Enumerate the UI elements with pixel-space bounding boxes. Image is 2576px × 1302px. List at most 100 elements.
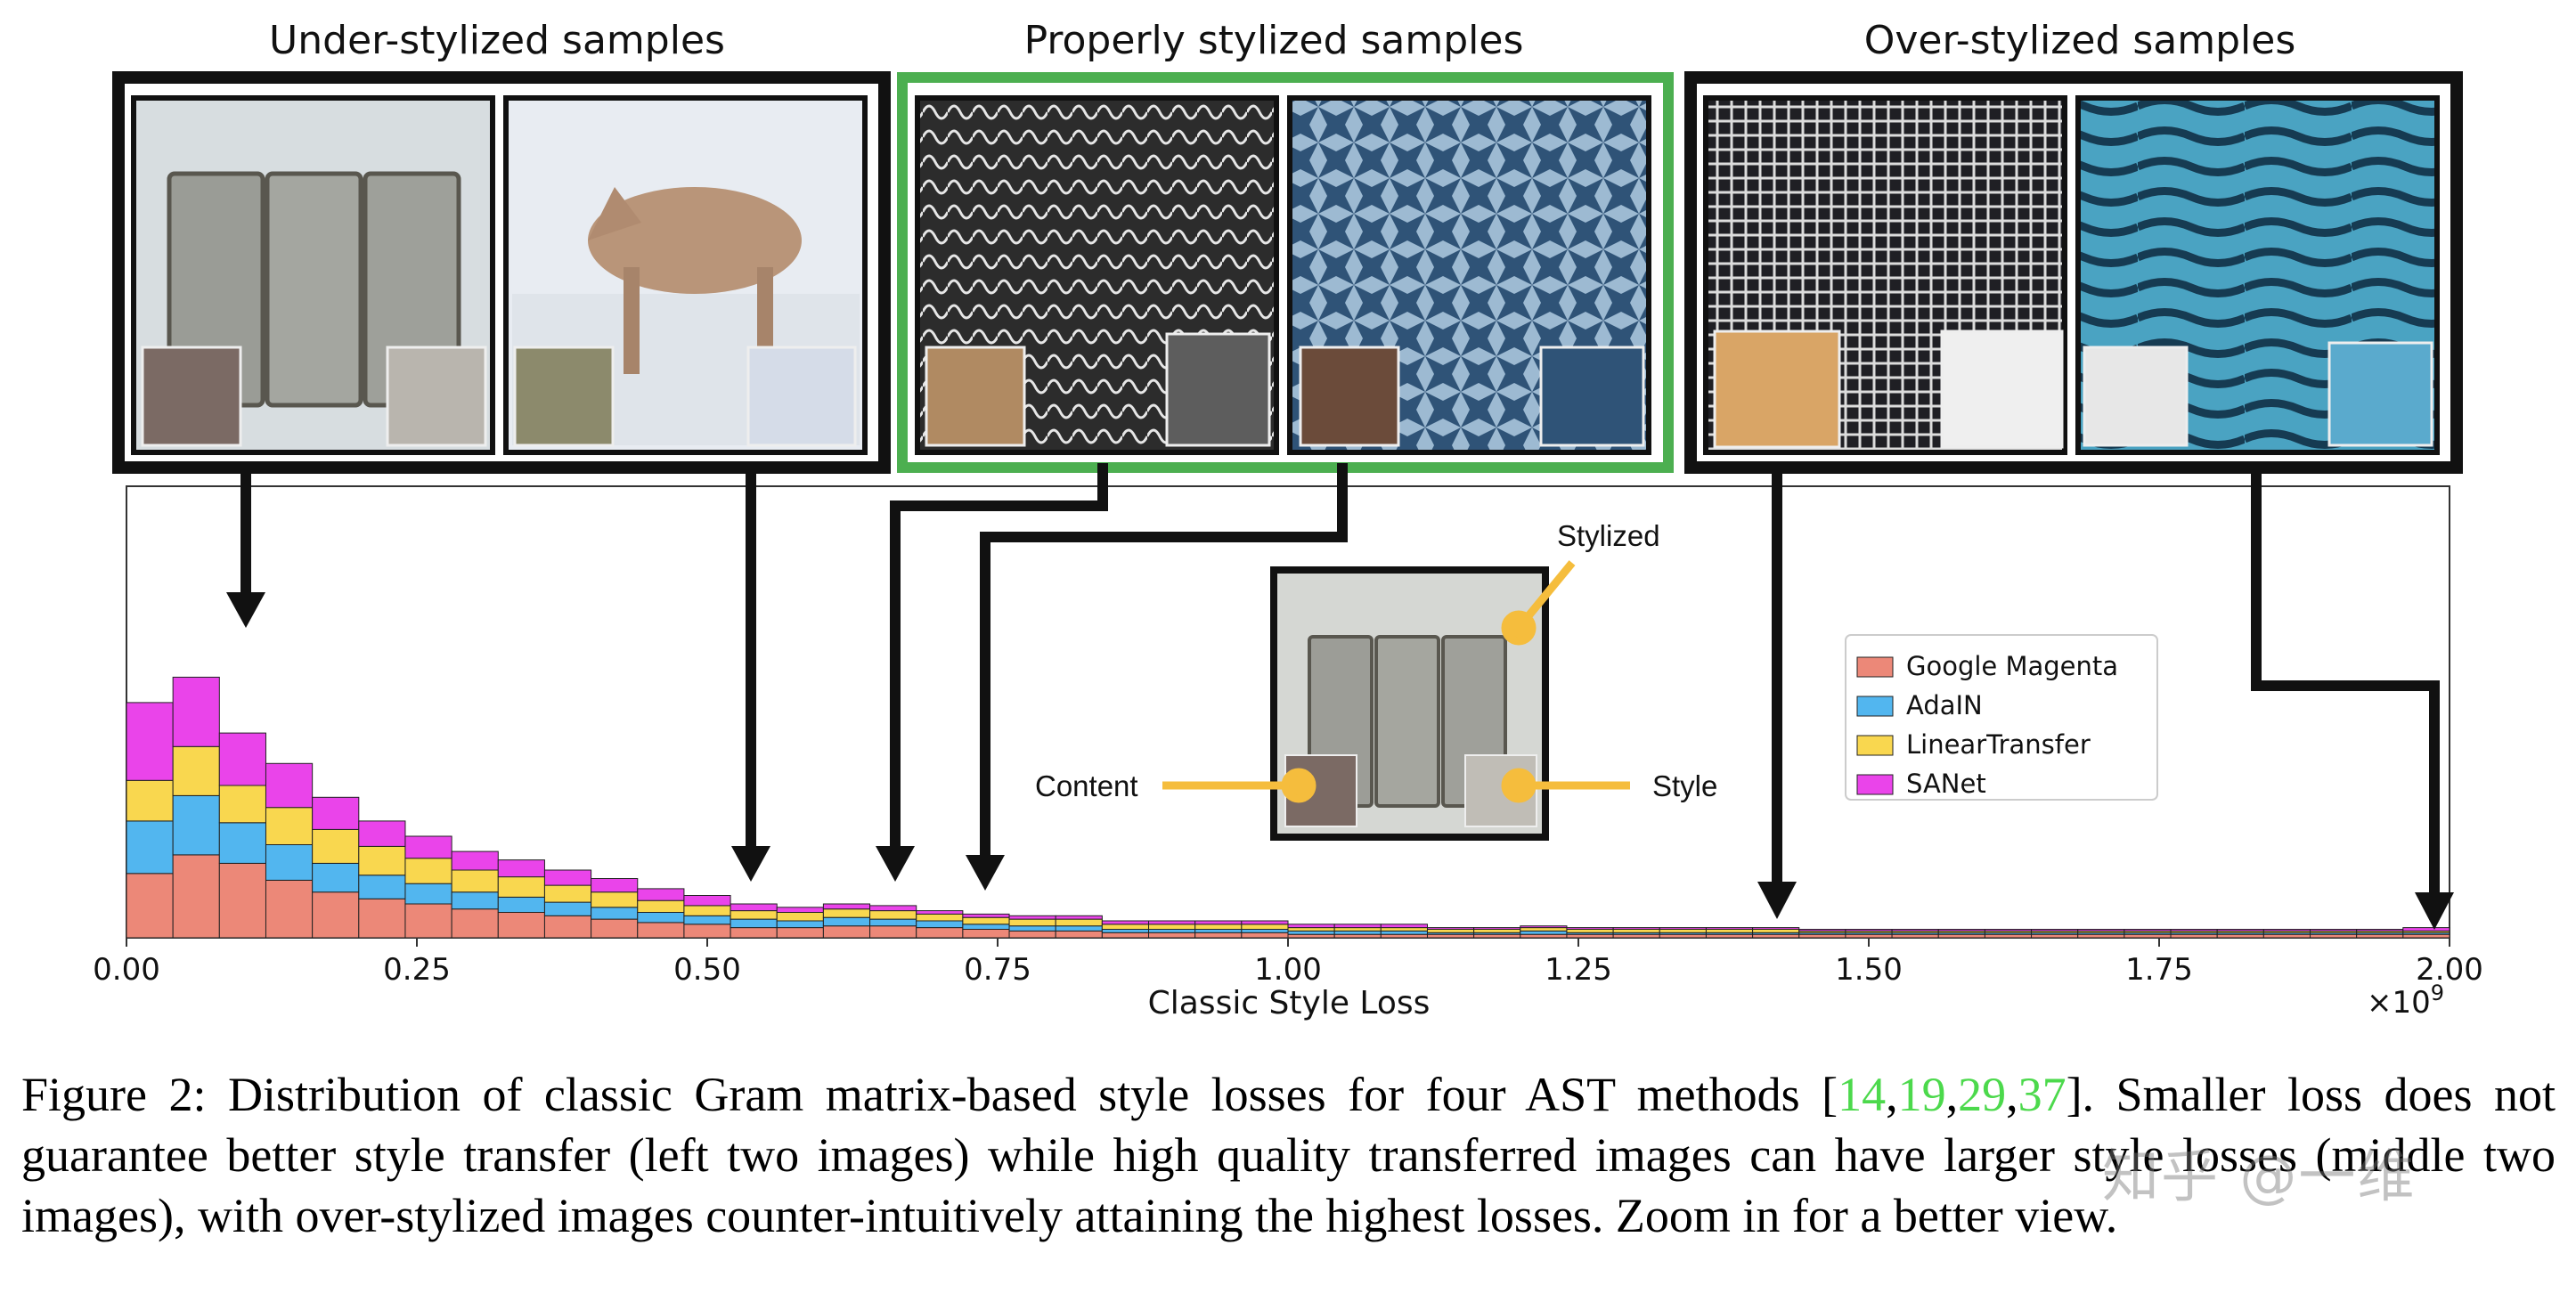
histogram-bar-google-magenta	[1008, 930, 1056, 939]
histogram-bar-sanet	[683, 895, 731, 907]
arrowhead-4	[966, 855, 1005, 891]
citation[interactable]: 14	[1838, 1068, 1887, 1121]
histogram-bar-sanet	[1426, 927, 1475, 930]
histogram-bar-google-magenta	[543, 915, 592, 939]
histogram-bar-google-magenta	[916, 927, 964, 939]
histogram-bar-sanet	[1520, 925, 1568, 929]
citation[interactable]: 29	[1958, 1068, 2007, 1121]
histogram-bar-adain	[822, 916, 871, 927]
histogram-bar-google-magenta	[2170, 933, 2218, 939]
legend-swatch	[1856, 696, 1894, 717]
histogram-bar-sanet	[2310, 929, 2358, 932]
citation[interactable]: 37	[2018, 1068, 2067, 1121]
histogram-bar-sanet	[1937, 929, 1985, 932]
histogram-bar-lineartransfer	[1566, 929, 1614, 933]
x-tick-label: 1.50	[1835, 952, 1903, 988]
legend-label: LinearTransfer	[1906, 729, 2091, 760]
histogram-bar-google-magenta	[1752, 933, 1800, 939]
histogram-bar-sanet	[2077, 929, 2125, 932]
histogram-bar-sanet	[358, 820, 406, 847]
histogram-bar-google-magenta	[1891, 933, 1939, 939]
x-tick-label: 1.25	[1545, 952, 1612, 988]
histogram-bar-google-magenta	[1055, 930, 1103, 939]
panel-title-under: Under-stylized samples	[269, 18, 725, 63]
histogram-bar-adain	[1380, 930, 1428, 935]
histogram-bar-sanet	[2124, 929, 2172, 932]
histogram-bar-google-magenta	[1194, 932, 1243, 939]
histogram-bar-sanet	[1566, 927, 1614, 930]
legend-label: SANet	[1906, 769, 1986, 799]
histogram-bar-sanet	[730, 903, 778, 912]
histogram-bar-google-magenta	[2262, 933, 2311, 939]
histogram-bar-lineartransfer	[869, 910, 917, 920]
histogram-bar-lineartransfer	[497, 876, 545, 898]
histogram-bar-google-magenta	[2356, 933, 2404, 939]
x-axis-multiplier: ×109	[2367, 981, 2444, 1021]
histogram-bar-google-magenta	[683, 924, 731, 939]
inset-label-style: Style	[1652, 769, 1717, 802]
histogram-bar-lineartransfer	[1380, 927, 1428, 932]
histogram-bar-google-magenta	[1937, 933, 1985, 939]
histogram-bar-adain	[962, 924, 1010, 931]
histogram-bar-google-magenta	[1287, 933, 1335, 939]
histogram-bar-google-magenta	[1473, 933, 1521, 939]
histogram-bar-lineartransfer	[822, 908, 871, 918]
histogram-bar-google-magenta	[1520, 933, 1568, 939]
histogram-bar-google-magenta	[2402, 933, 2450, 939]
legend-swatch	[1856, 774, 1894, 795]
histogram-bar-sanet	[869, 905, 917, 912]
histogram-bar-google-magenta	[172, 854, 220, 939]
histogram-bar-google-magenta	[1380, 933, 1428, 939]
citation[interactable]: 19	[1897, 1068, 1946, 1121]
histogram-bar-lineartransfer	[172, 745, 220, 796]
histogram-bar-sanet	[1287, 924, 1335, 929]
panel-title-over: Over-stylized samples	[1864, 18, 2296, 63]
histogram-bar-adain	[591, 907, 639, 920]
arrowhead-3	[876, 846, 915, 882]
histogram-bar-google-magenta	[126, 873, 174, 939]
histogram-bar-google-magenta	[2031, 933, 2079, 939]
histogram-bar-sanet	[2262, 929, 2311, 932]
histogram-bar-adain	[404, 883, 452, 905]
histogram-bar-sanet	[1752, 927, 1800, 930]
histogram-bar-sanet	[2170, 929, 2218, 932]
histogram-bar-sanet	[497, 859, 545, 878]
histogram-bar-sanet	[2402, 927, 2450, 932]
histogram-bar-adain	[358, 875, 406, 899]
histogram-bar-google-magenta	[404, 903, 452, 939]
legend-box	[1845, 634, 2158, 801]
histogram-bar-google-magenta	[637, 922, 685, 939]
histogram-bar-sanet	[916, 910, 964, 915]
histogram-bar-sanet	[962, 913, 1010, 918]
histogram-bar-sanet	[312, 796, 360, 830]
x-tick-label: 1.75	[2125, 952, 2193, 988]
histogram-bar-lineartransfer	[776, 912, 824, 922]
histogram-bar-google-magenta	[312, 891, 360, 939]
histogram-bar-adain	[916, 920, 964, 929]
histogram-bar-google-magenta	[1101, 932, 1150, 939]
legend-label: AdaIN	[1906, 690, 1983, 720]
histogram-bar-sanet	[543, 869, 592, 886]
x-tick-label: 1.00	[1254, 952, 1322, 988]
sample-image-over-2	[2075, 95, 2440, 455]
histogram-bar-lineartransfer	[451, 869, 499, 893]
histogram-bar-sanet	[2031, 929, 2079, 932]
histogram-bar-google-magenta	[2216, 933, 2264, 939]
histogram-bar-lineartransfer	[543, 884, 592, 903]
legend-swatch	[1856, 656, 1894, 678]
histogram-bar-sanet	[591, 878, 639, 893]
sample-image-proper-1	[915, 95, 1279, 455]
histogram-bar-google-magenta	[776, 927, 824, 939]
histogram-bar-sanet	[1101, 920, 1150, 925]
histogram-bar-sanet	[1891, 929, 1939, 932]
histogram-bar-lineartransfer	[1426, 929, 1475, 933]
histogram-bar-sanet	[1148, 920, 1196, 925]
histogram-bar-lineartransfer	[1612, 929, 1660, 933]
histogram-bar-adain	[637, 912, 685, 924]
histogram-bar-lineartransfer	[1705, 929, 1754, 933]
histogram-bar-adain	[1333, 930, 1382, 935]
histogram-bar-sanet	[776, 907, 824, 913]
histogram-bar-lineartransfer	[1055, 918, 1103, 927]
